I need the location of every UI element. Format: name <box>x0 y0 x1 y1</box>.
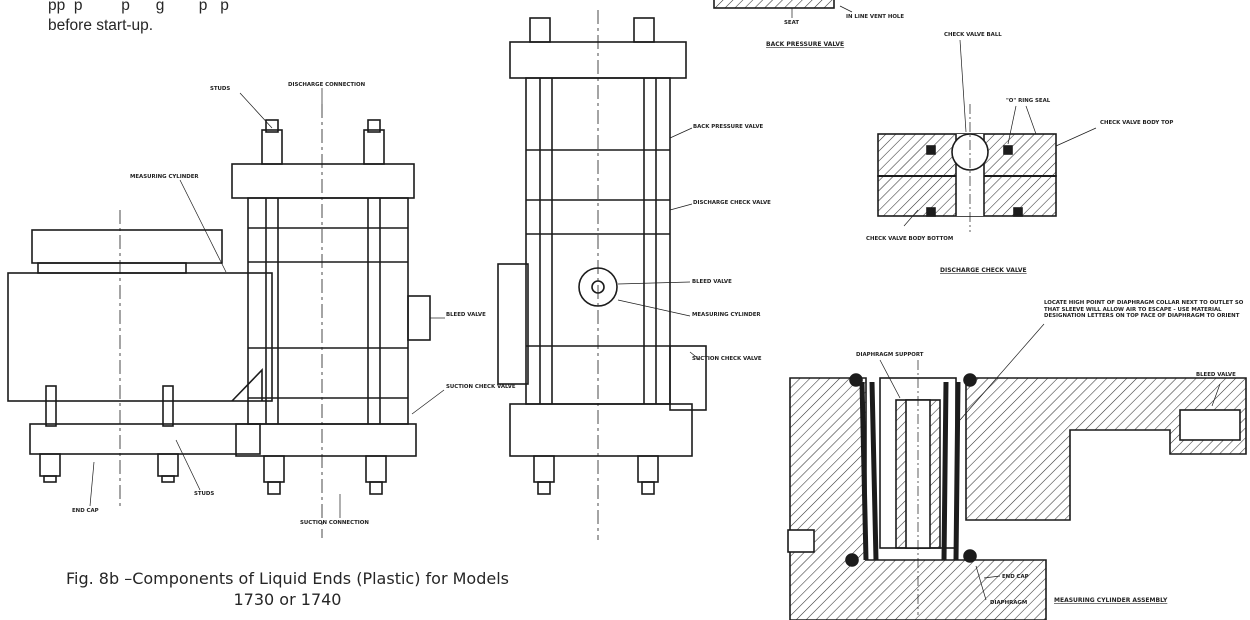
mid-leader-lines <box>617 127 701 361</box>
left-nut-b-tip <box>161 475 175 483</box>
diaphragm-left-wall <box>859 381 879 561</box>
left-end-cap <box>29 423 261 455</box>
label-suction-check-valve-mid: SUCTION CHECK VALVE <box>692 356 762 362</box>
mid-bottom-nut-left <box>533 455 555 483</box>
label-check-valve-body-bottom: CHECK VALVE BODY BOTTOM <box>866 236 953 242</box>
top-plate <box>231 163 415 199</box>
left-bleed-valve <box>407 295 431 341</box>
measuring-cylinder-body <box>7 272 273 402</box>
left-bolt-hole <box>787 529 815 553</box>
label-check-valve-body-top: CHECK VALVE BODY TOP <box>1100 120 1173 126</box>
label-suction-check-valve-left: SUCTION CHECK VALVE <box>446 384 516 390</box>
label-bleed-valve-right: BLEED VALVE <box>1196 372 1236 378</box>
bottom-nut-left <box>263 455 285 483</box>
left-stud-a <box>45 385 57 427</box>
label-end-cap-left: END CAP <box>72 508 99 514</box>
label-suction-connection: SUCTION CONNECTION <box>300 520 369 526</box>
measuring-cylinder-neck <box>37 262 187 274</box>
o-ring-top-right <box>963 373 977 387</box>
o-ring-3 <box>926 207 936 217</box>
check-valve-ball-shape <box>951 133 989 171</box>
label-measuring-cylinder-mid: MEASURING CYLINDER <box>692 312 761 318</box>
measuring-cylinder-assembly-section <box>787 323 1247 620</box>
left-stud-b <box>162 385 174 427</box>
label-back-pressure-valve: BACK PRESSURE VALVE <box>693 124 764 130</box>
figure-caption: Fig. 8b –Components of Liquid Ends (Plas… <box>0 568 575 610</box>
label-locate-note-box: LOCATE HIGH POINT OF DIAPHRAGM COLLAR NE… <box>1044 300 1244 319</box>
back-pressure-valve-drawing <box>713 0 853 18</box>
o-ring-bottom-right <box>963 549 977 563</box>
mid-top-nut-right <box>633 17 655 43</box>
left-nut-a <box>39 453 61 477</box>
left-pump-assembly <box>7 88 445 538</box>
label-diaphragm-support: DIAPHRAGM SUPPORT <box>856 352 924 358</box>
top-stud-left <box>265 119 279 133</box>
left-nut-a-tip <box>43 475 57 483</box>
assembly-leader-lines <box>879 323 1221 601</box>
label-bleed-valve-left: BLEED VALVE <box>446 312 486 318</box>
cylinder-chamfer <box>231 368 263 402</box>
title-discharge-check-valve: DISCHARGE CHECK VALVE <box>940 267 1027 274</box>
caption-line-1: Fig. 8b –Components of Liquid Ends (Plas… <box>65 569 509 588</box>
top-stud-right <box>367 119 381 133</box>
diaphragm-right-wall <box>941 381 961 561</box>
mid-bottom-plate <box>509 403 693 457</box>
label-end-cap-right: END CAP <box>1002 574 1029 580</box>
bottom-plate <box>235 423 417 457</box>
o-ring-2 <box>1003 145 1013 155</box>
left-nut-b <box>157 453 179 477</box>
mid-bottom-stud-right <box>641 481 655 495</box>
back-pressure-valve-body <box>713 0 835 9</box>
o-ring-bottom-left <box>845 553 859 567</box>
middle-pump-assembly <box>497 10 707 540</box>
label-bleed-valve-mid: BLEED VALVE <box>692 279 732 285</box>
bottom-stud-left <box>267 481 281 495</box>
intro-line-1: pp p p g p p <box>48 0 229 14</box>
o-ring-1 <box>926 145 936 155</box>
title-measuring-cylinder-assembly: MEASURING CYLINDER ASSEMBLY <box>1054 597 1168 604</box>
cylinder-body-right <box>965 377 1247 521</box>
label-stud-top: STUDS <box>210 86 230 92</box>
top-nut-right <box>363 129 385 165</box>
mid-top-nut-left <box>529 17 551 43</box>
label-check-valve-ball: CHECK VALVE BALL <box>944 32 1002 38</box>
mid-bottom-stud-left <box>537 481 551 495</box>
label-locate-note: LOCATE HIGH POINT OF DIAPHRAGM COLLAR NE… <box>1044 300 1244 319</box>
measuring-cylinder-top-cap <box>31 229 223 264</box>
label-measuring-cylinder-left: MEASURING CYLINDER <box>130 174 199 180</box>
title-back-pressure-valve: BACK PRESSURE VALVE <box>766 41 844 48</box>
vent-hole-leader <box>839 5 853 13</box>
left-leader-lines <box>89 88 445 518</box>
o-ring-top-left <box>849 373 863 387</box>
mid-cylinder-side <box>497 263 529 385</box>
mid-suction-check <box>669 345 707 411</box>
mid-bottom-nut-right <box>637 455 659 483</box>
label-o-ring-seal: "O" RING SEAL <box>1006 98 1051 104</box>
o-ring-4 <box>1013 207 1023 217</box>
right-bleed-valve-port <box>1179 409 1241 441</box>
discharge-check-valve-section <box>877 39 1097 232</box>
intro-line-2: before start-up. <box>48 17 154 34</box>
caption-line-2: 1730 or 1740 <box>233 590 342 609</box>
bottom-nut-right <box>365 455 387 483</box>
label-stud-bottom: STUDS <box>194 491 214 497</box>
label-discharge-check-valve-mid: DISCHARGE CHECK VALVE <box>693 200 771 206</box>
label-vent-hole: IN LINE VENT HOLE <box>846 14 904 20</box>
check-valve-leader-lines <box>903 39 1097 227</box>
intro-text: pp p p g p p before start-up. <box>48 0 468 36</box>
label-discharge-connection: DISCHARGE CONNECTION <box>288 82 366 88</box>
top-nut-left <box>261 129 283 165</box>
label-diaphragm: DIAPHRAGM <box>990 600 1027 606</box>
label-seat: SEAT <box>784 20 799 26</box>
bottom-stud-right <box>369 481 383 495</box>
